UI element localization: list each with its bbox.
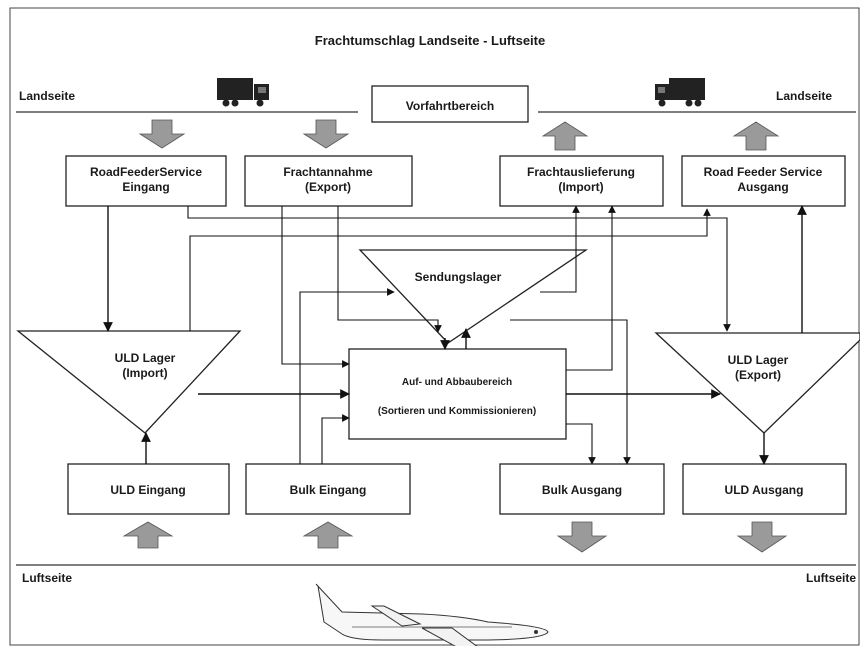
landside-label-right: Landseite: [776, 89, 832, 103]
svg-text:RoadFeederService: RoadFeederService: [90, 165, 202, 179]
big-arrow-down: [138, 119, 186, 149]
big-arrow-down: [736, 521, 788, 553]
freight-delivery-node: Frachtauslieferung (Import): [499, 155, 664, 207]
svg-text:(Sortieren und Kommissionieren: (Sortieren und Kommissionieren): [378, 406, 536, 417]
svg-text:(Export): (Export): [735, 368, 781, 382]
svg-text:Road Feeder Service: Road Feeder Service: [704, 165, 823, 179]
big-arrow-up: [541, 121, 589, 151]
big-arrow-up: [302, 521, 354, 549]
svg-text:ULD Eingang: ULD Eingang: [110, 483, 185, 497]
uld-in-node: ULD Eingang: [67, 463, 230, 515]
svg-text:(Export): (Export): [305, 180, 351, 194]
buildup-area-node: Auf- und Abbaubereich (Sortieren und Kom…: [348, 348, 567, 440]
edge: [540, 205, 580, 293]
big-arrow-up: [732, 121, 780, 151]
svg-text:Ausgang: Ausgang: [737, 180, 788, 194]
diagram-title: Frachtumschlag Landseite - Luftseite: [315, 33, 545, 48]
svg-text:ULD Lager: ULD Lager: [728, 353, 789, 367]
svg-text:ULD Lager: ULD Lager: [115, 351, 176, 365]
edge: [281, 206, 350, 368]
edge: [187, 206, 731, 332]
edge: [299, 288, 395, 464]
freight-acceptance-node: Frachtannahme (Export): [244, 155, 413, 207]
uld-storage-import-node: ULD Lager (Import): [16, 330, 242, 434]
forecourt-box: [371, 85, 529, 123]
svg-text:ULD Ausgang: ULD Ausgang: [725, 483, 804, 497]
airside-label-left: Luftseite: [22, 571, 72, 585]
svg-text:Bulk Eingang: Bulk Eingang: [290, 483, 367, 497]
diagram-border: [9, 7, 860, 646]
shipment-storage-node: Sendungslager: [358, 249, 589, 344]
svg-text:Eingang: Eingang: [122, 180, 169, 194]
edge: [566, 423, 596, 465]
edge: [321, 414, 350, 464]
road-feeder-service-in-node: RoadFeederService Eingang: [65, 155, 227, 207]
edge: [337, 206, 442, 333]
truck-icon: [655, 78, 705, 107]
bulk-in-node: Bulk Eingang: [245, 463, 411, 515]
svg-text:Frachtannahme: Frachtannahme: [283, 165, 373, 179]
uld-out-node: ULD Ausgang: [682, 463, 847, 515]
svg-text:Auf- und Abbaubereich: Auf- und Abbaubereich: [402, 377, 512, 388]
edge: [189, 208, 711, 331]
svg-text:(Import): (Import): [122, 366, 167, 380]
big-arrow-down: [556, 521, 608, 553]
svg-text:Sendungslager: Sendungslager: [415, 270, 502, 284]
uld-storage-export-node: ULD Lager (Export): [654, 332, 860, 434]
svg-text:(Import): (Import): [558, 180, 603, 194]
svg-text:Frachtauslieferung: Frachtauslieferung: [527, 165, 635, 179]
truck-icon: [217, 78, 269, 107]
forecourt-label: Vorfahrtbereich: [406, 99, 494, 113]
bulk-out-node: Bulk Ausgang: [499, 463, 665, 515]
edge: [566, 205, 616, 371]
landside-label-left: Landseite: [19, 89, 75, 103]
svg-text:Bulk Ausgang: Bulk Ausgang: [542, 483, 622, 497]
road-feeder-service-out-node: Road Feeder Service Ausgang: [681, 155, 846, 207]
big-arrow-down: [302, 119, 350, 149]
big-arrow-up: [122, 521, 174, 549]
airplane-icon: [315, 583, 549, 646]
edge: [510, 319, 631, 465]
airside-label-right: Luftseite: [806, 571, 856, 585]
